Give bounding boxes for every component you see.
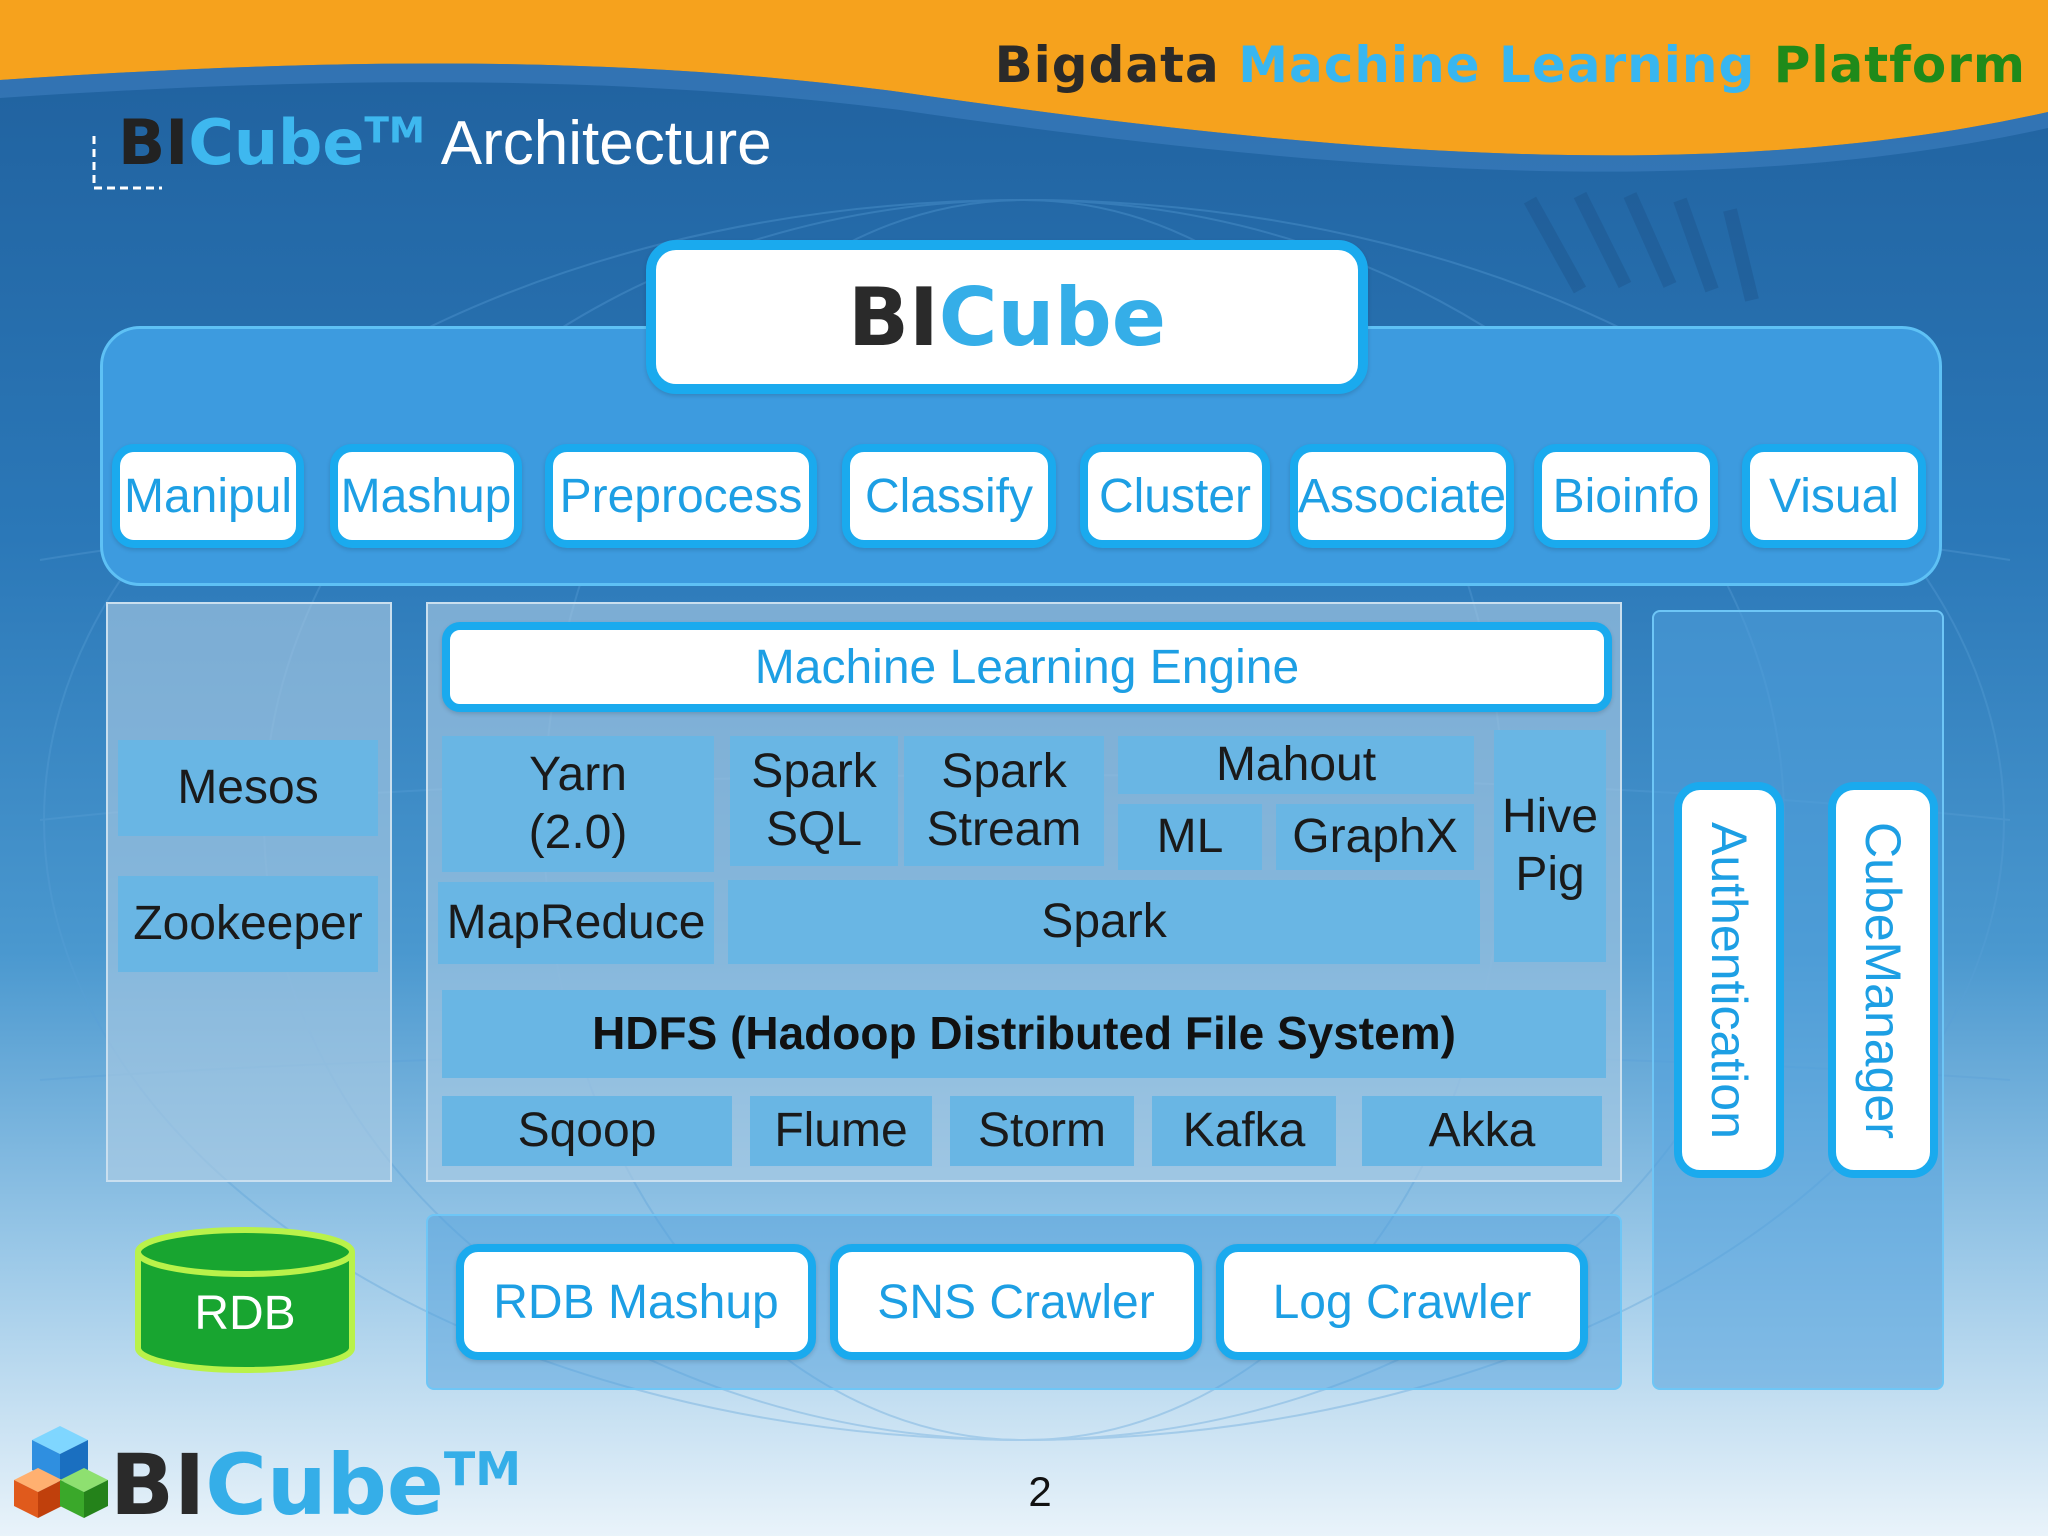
spark-stream-box: Spark Stream: [904, 736, 1104, 866]
module-cluster[interactable]: Cluster: [1080, 444, 1270, 548]
header-title-bigdata: Bigdata: [994, 36, 1220, 94]
log-crawler-button[interactable]: Log Crawler: [1216, 1244, 1588, 1360]
mapreduce-box: MapReduce: [438, 882, 714, 964]
storm-box: Storm: [950, 1096, 1134, 1166]
footer-logo: BICubeTM: [110, 1436, 521, 1534]
page-title-architecture: Architecture: [440, 109, 772, 178]
bicube-top-cube: Cube: [938, 270, 1166, 364]
module-bioinfo[interactable]: Bioinfo: [1534, 444, 1718, 548]
page-title-tm: TM: [364, 110, 425, 152]
spark-sql-box: Spark SQL: [730, 736, 898, 866]
ml-box: ML: [1118, 804, 1262, 870]
akka-box: Akka: [1362, 1096, 1602, 1166]
module-mashup[interactable]: Mashup: [330, 444, 522, 548]
machine-learning-engine-box: Machine Learning Engine: [442, 622, 1612, 712]
module-preprocess[interactable]: Preprocess: [545, 444, 817, 548]
bicube-top-box: BICube: [646, 240, 1368, 394]
rdb-label: RDB: [194, 1287, 296, 1340]
rdb-database-icon: [135, 1227, 355, 1373]
footer-logo-bi: BI: [110, 1436, 206, 1534]
header-title-platform: Platform: [1773, 36, 2026, 94]
cubemanager-label: CubeManager: [1855, 821, 1911, 1139]
cubemanager-box[interactable]: CubeManager: [1828, 782, 1938, 1178]
bicube-top-bi: BI: [848, 270, 939, 364]
module-associate[interactable]: Associate: [1290, 444, 1514, 548]
authentication-label: Authentication: [1701, 821, 1757, 1139]
kafka-box: Kafka: [1152, 1096, 1336, 1166]
sqoop-box: Sqoop: [442, 1096, 732, 1166]
module-visual[interactable]: Visual: [1742, 444, 1926, 548]
hdfs-box: HDFS (Hadoop Distributed File System): [442, 990, 1606, 1078]
module-manipul[interactable]: Manipul: [112, 444, 304, 548]
flume-box: Flume: [750, 1096, 932, 1166]
sns-crawler-button[interactable]: SNS Crawler: [830, 1244, 1202, 1360]
footer-logo-tm: TM: [443, 1442, 521, 1496]
module-classify[interactable]: Classify: [842, 444, 1056, 548]
bicube-cubes-logo-icon: [14, 1426, 108, 1518]
zookeeper-box: Zookeeper: [118, 876, 378, 972]
authentication-box[interactable]: Authentication: [1674, 782, 1784, 1178]
hive-pig-box: Hive Pig: [1494, 730, 1606, 962]
graphx-box: GraphX: [1276, 804, 1474, 870]
page-title-bi: BI: [118, 106, 189, 179]
yarn-box: Yarn (2.0): [442, 736, 714, 872]
spark-box: Spark: [728, 880, 1480, 964]
footer-logo-cube: Cube: [205, 1436, 444, 1534]
header-title: Bigdata Machine Learning Platform: [995, 36, 2026, 94]
header-title-machine-learning: Machine Learning: [1238, 36, 1756, 94]
page-title: BICubeTM Architecture: [118, 106, 772, 179]
rdb-mashup-button[interactable]: RDB Mashup: [456, 1244, 816, 1360]
mesos-box: Mesos: [118, 740, 378, 836]
page-number: 2: [1028, 1468, 1052, 1515]
mahout-box: Mahout: [1118, 736, 1474, 794]
page-title-cube: Cube: [188, 106, 365, 179]
title-bracket-icon: [92, 136, 162, 190]
